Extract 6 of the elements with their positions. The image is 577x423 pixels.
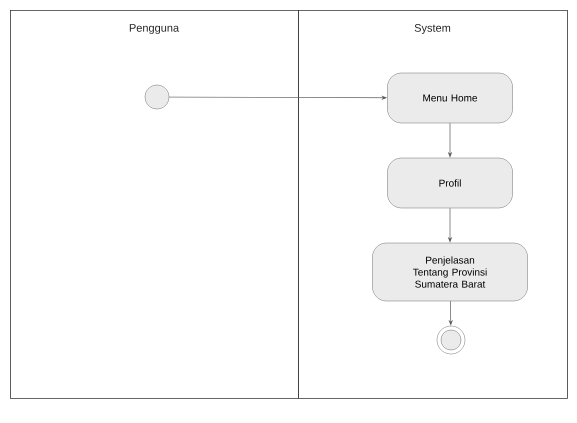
action-box: Menu Home (387, 72, 513, 124)
end-circle (436, 326, 466, 354)
swimlane: Pengguna (10, 10, 299, 399)
start-circle (144, 84, 170, 110)
action-box: Profil (387, 158, 513, 208)
action-box: Penjelasan Tentang Provinsi Sumatera Barat (372, 242, 528, 302)
